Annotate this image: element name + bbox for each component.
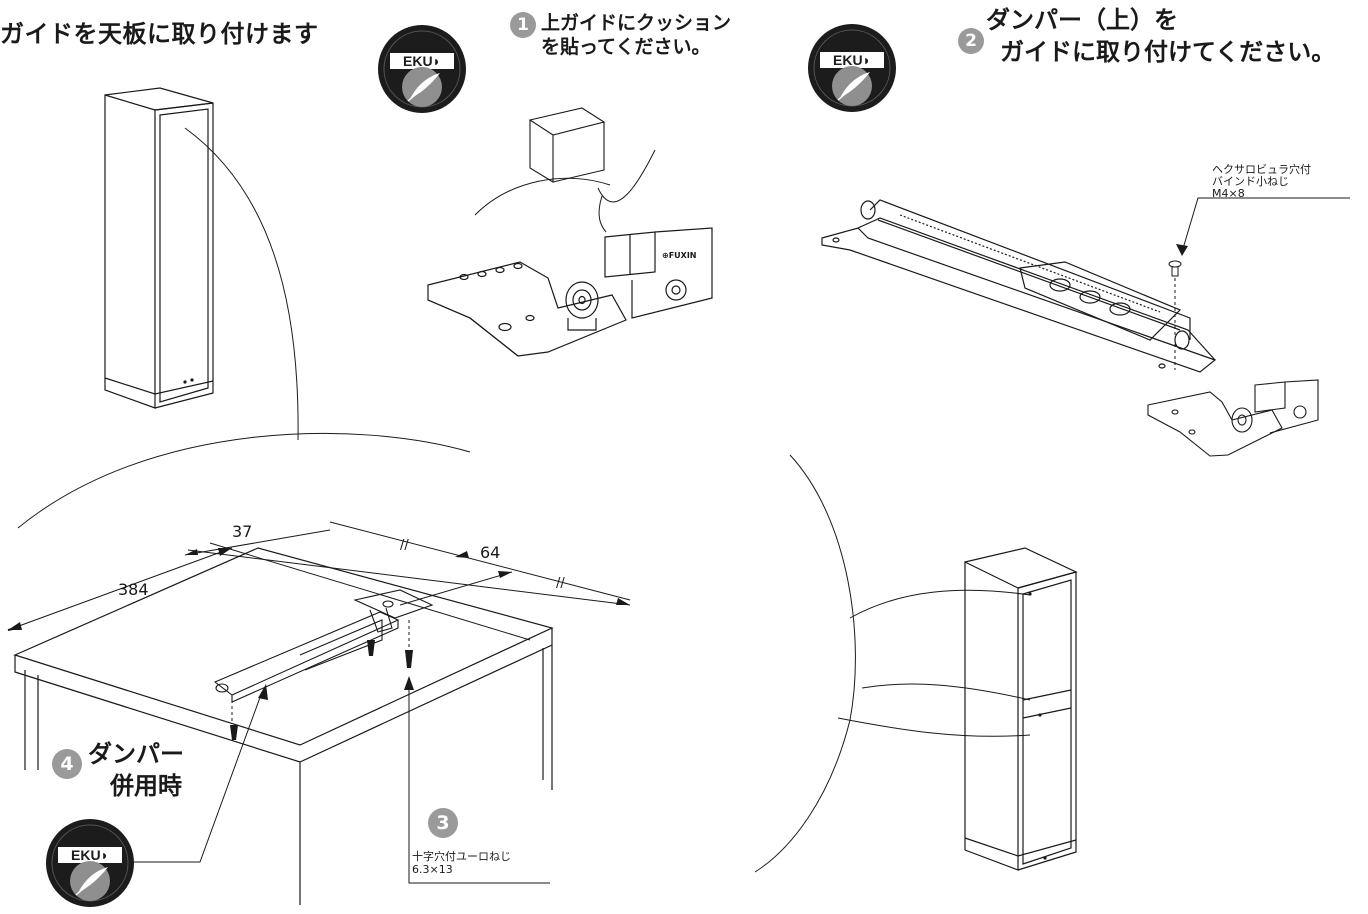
dimension-arrows — [8, 548, 630, 630]
step2-line1: ダンパー（上）を — [986, 6, 1178, 34]
screw-callout-line1: ヘクサロビュラ穴付 — [1212, 163, 1311, 176]
step4-line2: 併用時 — [110, 772, 182, 800]
screw-leader — [1181, 197, 1350, 253]
eku-logo-step4 — [45, 818, 135, 908]
dimension-37: 37 — [232, 522, 253, 541]
zoom-arc-right-2 — [861, 683, 1031, 701]
step3-screw-line2: 6.3×13 — [412, 863, 453, 876]
screw-callout-line2: バインド小ねじ — [1212, 175, 1289, 188]
upper-guide-step1 — [427, 227, 713, 357]
cushion-arc-right — [597, 149, 656, 203]
page-heading: ガイドを天板に取り付けます — [0, 20, 319, 48]
tall-cabinet-right — [964, 547, 1078, 871]
cushion-pointer — [598, 195, 607, 233]
tall-cabinet-left — [104, 87, 214, 409]
cushion-block — [528, 107, 606, 183]
dimension-lines — [7, 521, 631, 641]
dimension-384: 384 — [118, 580, 149, 599]
step1-line2: を貼ってください。 — [541, 36, 711, 58]
dimension-same-mark-2: // — [556, 576, 565, 591]
screw-callout-line3: M4×8 — [1212, 187, 1245, 200]
step4-line1: ダンパー — [88, 740, 184, 768]
step1-badge: 1 — [510, 12, 536, 38]
zoom-arc-left — [184, 127, 299, 441]
euro-screws — [230, 640, 413, 740]
eku-logo-step2 — [807, 23, 897, 113]
small-screw — [1168, 260, 1182, 370]
step2-line2: ガイドに取り付けてください。 — [1000, 38, 1336, 66]
zoom-arc-right-1 — [849, 589, 1031, 619]
step3-screw-line1: 十字穴付ユーロねじ — [412, 850, 511, 863]
screw-pointers — [120, 620, 550, 884]
cushion-arc-left — [474, 177, 611, 216]
dimension-64: 64 — [480, 543, 501, 562]
damper-assembly — [821, 199, 1217, 373]
eku-logo-step1 — [377, 24, 467, 114]
cabinet-top-panel — [13, 547, 554, 905]
screw-leader-arrow — [1176, 244, 1188, 256]
step3-badge: 3 — [428, 808, 458, 838]
dimension-same-mark-1: // — [400, 538, 409, 553]
svg-text:⊕FUXIN: ⊕FUXIN — [662, 251, 697, 260]
screw-arrow-4 — [258, 684, 268, 700]
screw-arrow-3 — [404, 676, 414, 690]
step1-line1: 上ガイドにクッション — [541, 12, 732, 34]
step2-badge: 2 — [958, 28, 984, 54]
zoom-arc-right-3 — [837, 717, 1031, 737]
zoom-arc-right-outer — [754, 454, 856, 873]
guide-rail-mounted — [213, 589, 434, 703]
upper-guide-step2 — [1147, 379, 1319, 457]
step4-badge: 4 — [52, 749, 82, 779]
zoom-arc-top — [17, 432, 471, 529]
